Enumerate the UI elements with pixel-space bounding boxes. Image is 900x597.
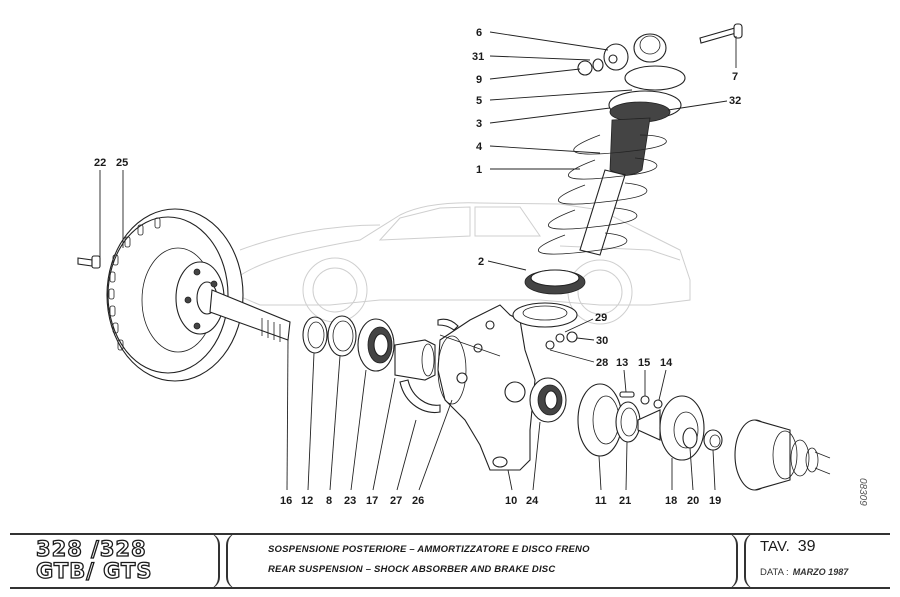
callout-18: 18 (665, 495, 677, 507)
plate-label: TAV. (760, 538, 790, 555)
callout-17: 17 (366, 495, 378, 507)
model-logo-line-2: GTB/ GTS (35, 559, 153, 583)
bearing-21 (615, 401, 641, 443)
hub-18 (637, 395, 705, 461)
callout-3: 3 (476, 118, 482, 130)
callout-29: 29 (595, 312, 607, 324)
callout-30: 30 (596, 335, 608, 347)
hardware-28-29-30 (545, 331, 578, 350)
nut-14 (653, 399, 663, 409)
model-logo-line-1: 328 /328 (35, 537, 147, 561)
callout-9: 9 (476, 74, 482, 86)
description-cell: SOSPENSIONE POSTERIORE – AMMORTIZZATORE … (226, 533, 738, 589)
callout-12: 12 (301, 495, 313, 507)
model-logo-cell: 328 /328 GTB/ GTS (10, 533, 220, 589)
callout-16: 16 (280, 495, 292, 507)
bearing-23 (357, 318, 395, 372)
callout-26: 26 (412, 495, 424, 507)
callout-27: 27 (390, 495, 402, 507)
nut-19 (703, 429, 723, 451)
callouts: 6 31 9 5 3 4 1 7 32 22 25 2 29 30 28 13 … (94, 27, 741, 507)
title-block-top-rule (10, 533, 890, 535)
seal-12 (302, 316, 328, 354)
document-number: 08309 (857, 478, 868, 506)
callout-13: 13 (616, 357, 628, 369)
callout-23: 23 (344, 495, 356, 507)
bolt-7 (699, 23, 743, 44)
brake-disc (106, 208, 244, 382)
date-value: MARZO 1987 (792, 567, 849, 577)
plate-date: DATA :MARZO 1987 (760, 567, 848, 578)
callout-14: 14 (660, 357, 673, 369)
description-english: REAR SUSPENSION – SHOCK ABSORBER AND BRA… (268, 564, 556, 575)
callout-11: 11 (595, 495, 607, 507)
callout-25: 25 (116, 157, 128, 169)
car-silhouette (224, 202, 691, 325)
flange-11 (577, 383, 623, 457)
callout-32: 32 (729, 95, 741, 107)
pin-13 (619, 391, 635, 398)
callout-2: 2 (478, 256, 484, 268)
callout-10: 10 (505, 495, 517, 507)
description-italian: SOSPENSIONE POSTERIORE – AMMORTIZZATORE … (268, 544, 590, 555)
plate-number: TAV. 39 (760, 538, 816, 556)
callout-31: 31 (472, 51, 484, 63)
cv-joint-boot (734, 419, 831, 491)
callout-4: 4 (476, 141, 483, 153)
spacer-17 (394, 339, 436, 381)
callout-1: 1 (476, 164, 482, 176)
plate-value: 39 (797, 538, 816, 555)
title-block-bottom-rule (10, 587, 890, 589)
hub-carrier (437, 304, 536, 471)
date-label: DATA : (760, 567, 789, 578)
callout-6: 6 (476, 27, 482, 39)
callout-7: 7 (732, 71, 738, 83)
bearing-24 (529, 377, 567, 423)
shield-27 (399, 379, 441, 414)
callout-22: 22 (94, 157, 106, 169)
callout-15: 15 (638, 357, 650, 369)
title-block: 328 /328 GTB/ GTS SOSPENSIONE POSTERIORE… (10, 533, 890, 589)
callout-5: 5 (476, 95, 482, 107)
callout-24: 24 (526, 495, 539, 507)
callout-28: 28 (596, 357, 608, 369)
callout-8: 8 (326, 495, 332, 507)
callout-19: 19 (709, 495, 721, 507)
plate-info-cell: TAV. 39 DATA :MARZO 1987 (744, 533, 890, 589)
seal-8 (327, 315, 357, 357)
washer-15 (640, 395, 650, 405)
callout-20: 20 (687, 495, 699, 507)
callout-21: 21 (619, 495, 631, 507)
shock-absorber (512, 33, 686, 328)
exploded-parts-diagram: 6 31 9 5 3 4 1 7 32 22 25 2 29 30 28 13 … (77, 23, 831, 507)
wheel-stud (77, 255, 101, 269)
